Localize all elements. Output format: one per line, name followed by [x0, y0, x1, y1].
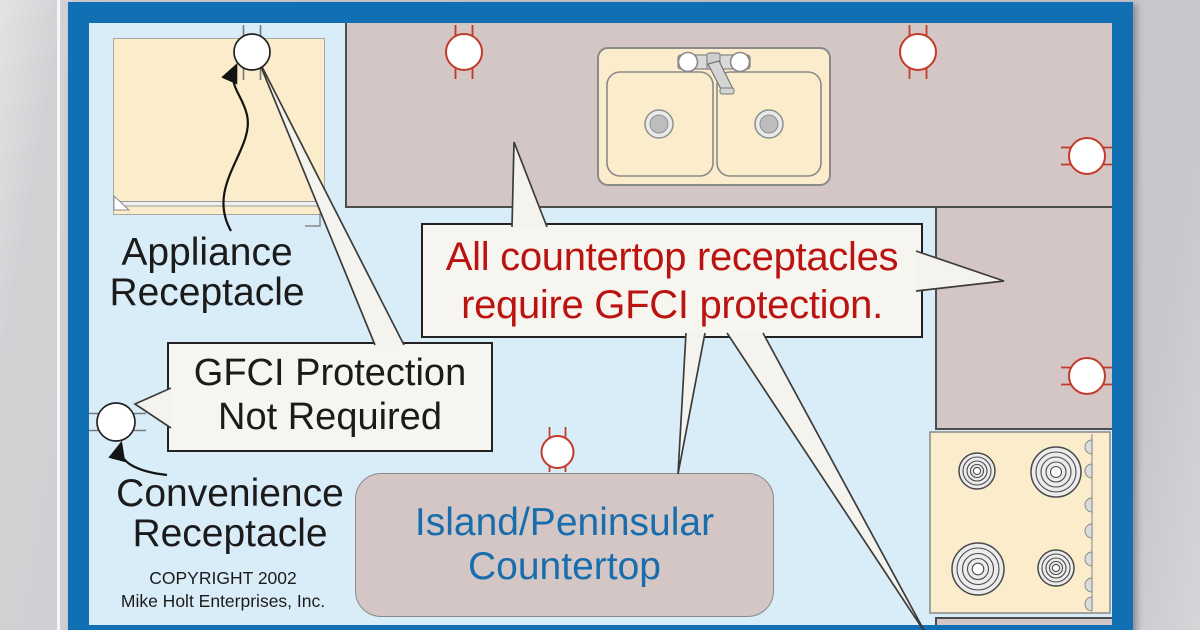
gfci-required-line2: require GFCI protection. — [461, 283, 883, 327]
gfci-not-required-line2: Not Required — [218, 396, 442, 438]
copyright-line2: Mike Holt Enterprises, Inc. — [120, 591, 326, 611]
gfci-not-required-callout: GFCI Protection Not Required — [167, 342, 493, 452]
countertop-right — [935, 208, 1112, 430]
island-label-line2: Countertop — [468, 545, 661, 588]
island-countertop: Island/Peninsular Countertop — [355, 473, 774, 617]
left-margin-highlight — [57, 0, 60, 630]
countertop-bottom-right — [935, 617, 1112, 625]
convenience-label-line1: Convenience — [116, 472, 344, 515]
countertop-top — [345, 23, 1112, 208]
appliance-label-line2: Receptacle — [109, 271, 305, 314]
refrigerator — [113, 38, 325, 215]
gfci-required-callout: All countertop receptacles require GFCI … — [421, 223, 923, 338]
gfci-required-line1: All countertop receptacles — [445, 235, 899, 279]
convenience-label-line2: Receptacle — [132, 512, 328, 555]
appliance-receptacle-label: Appliance Receptacle — [74, 233, 340, 313]
copyright-line1: COPYRIGHT 2002 — [149, 568, 297, 588]
island-label-line1: Island/Peninsular — [414, 501, 715, 544]
convenience-receptacle-label: Convenience Receptacle — [97, 474, 363, 554]
gfci-not-required-line1: GFCI Protection — [193, 352, 467, 394]
copyright-notice: COPYRIGHT 2002 Mike Holt Enterprises, In… — [90, 567, 356, 613]
appliance-label-line1: Appliance — [121, 231, 293, 274]
